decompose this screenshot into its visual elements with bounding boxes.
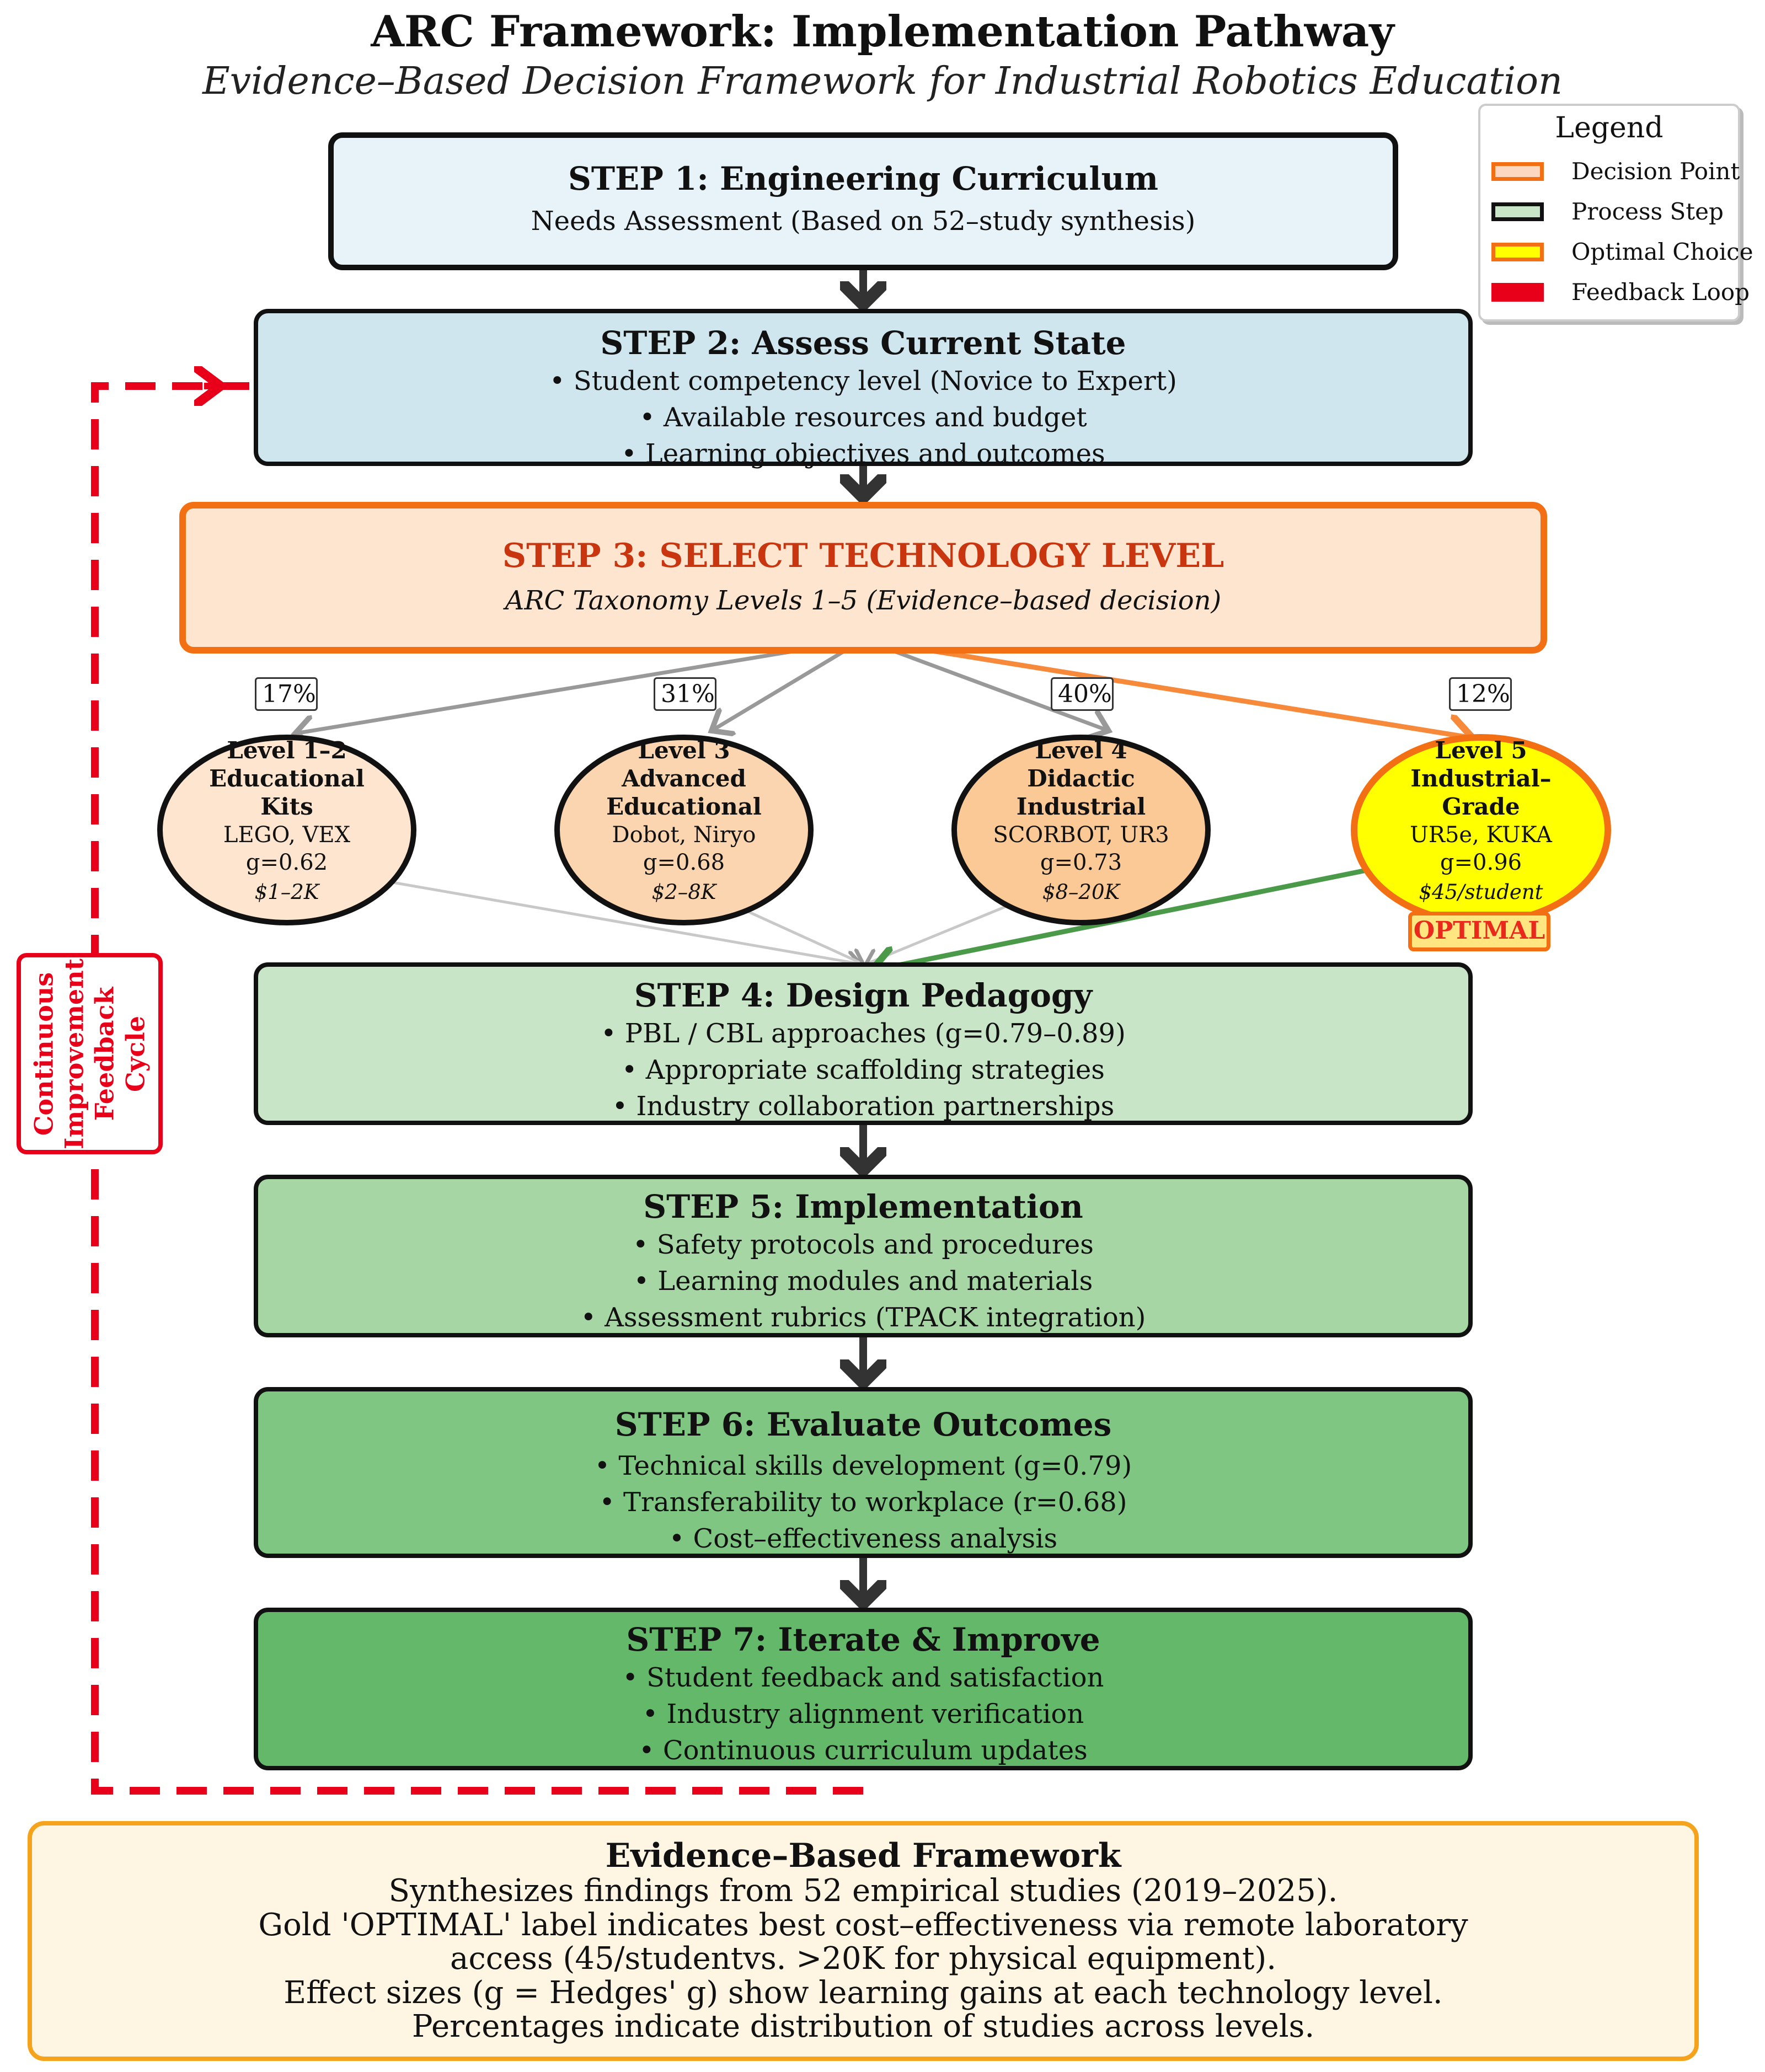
feedback-label-line: Continuous	[29, 972, 59, 1136]
step6-title: STEP 6: Evaluate Outcomes	[614, 1406, 1112, 1443]
step2-title: STEP 2: Assess Current State	[600, 324, 1126, 362]
step5-line: • Learning modules and materials	[633, 1265, 1093, 1297]
level5-node: Level 5 Industrial– Grade UR5e, KUKA g=0…	[1387, 736, 1575, 908]
level3-percent: 31%	[654, 677, 716, 711]
level-name: Level 1–2	[227, 737, 347, 764]
arrow-step3-level4	[862, 638, 1109, 731]
step7-title: STEP 7: Iterate & Improve	[626, 1621, 1100, 1658]
info-line: Synthesizes findings from 52 empirical s…	[388, 1873, 1338, 1909]
level-examples: UR5e, KUKA	[1410, 822, 1552, 848]
level-name: Didactic	[1027, 765, 1135, 793]
level-effect-size: g=0.62	[245, 849, 328, 875]
link-level5-step4	[871, 849, 1457, 971]
level-name: Kits	[260, 793, 313, 821]
step3-title: STEP 3: SELECT TECHNOLOGY LEVEL	[502, 537, 1224, 575]
step2-box: STEP 2: Assess Current State • Student c…	[254, 309, 1473, 469]
legend-label-optimal: Optimal Choice	[1571, 238, 1753, 265]
step6-line: • Transferability to workplace (r=0.68)	[599, 1486, 1127, 1518]
level-examples: SCORBOT, UR3	[993, 822, 1169, 848]
info-line: Gold 'OPTIMAL' label indicates best cost…	[258, 1907, 1468, 1943]
step5-line: • Safety protocols and procedures	[633, 1229, 1094, 1260]
level-name: Industrial–	[1410, 765, 1552, 793]
level-name: Level 5	[1435, 737, 1527, 764]
step1-line: Needs Assessment (Based on 52–study synt…	[531, 205, 1196, 237]
legend-swatch-process	[1491, 202, 1544, 221]
level5-percent: 12%	[1449, 677, 1512, 711]
legend-swatch-feedback	[1491, 283, 1544, 302]
step7-line: • Student feedback and satisfaction	[622, 1662, 1104, 1693]
optimal-badge: OPTIMAL	[1408, 912, 1550, 951]
step4-line: • PBL / CBL approaches (g=0.79–0.89)	[601, 1018, 1126, 1049]
level-name: Level 4	[1035, 737, 1127, 764]
legend-label-process: Process Step	[1571, 198, 1724, 225]
level-name: Grade	[1442, 793, 1520, 821]
info-title: Evidence–Based Framework	[605, 1837, 1121, 1875]
legend-label-feedback: Feedback Loop	[1571, 279, 1750, 306]
step2-line: • Student competency level (Novice to Ex…	[549, 365, 1177, 397]
step4-title: STEP 4: Design Pedagogy	[634, 977, 1093, 1014]
level-examples: LEGO, VEX	[223, 822, 351, 848]
step3-line: ARC Taxonomy Levels 1–5 (Evidence–based …	[505, 585, 1222, 616]
level-examples: Dobot, Niryo	[612, 822, 756, 848]
level3-node: Level 3 Advanced Educational Dobot, Niry…	[590, 736, 778, 908]
level-name: Advanced	[622, 765, 746, 793]
level12-node: Level 1–2 Educational Kits LEGO, VEX g=0…	[193, 736, 381, 908]
step5-title: STEP 5: Implementation	[643, 1188, 1083, 1225]
legend-label-decision: Decision Point	[1571, 158, 1740, 185]
level-cost: $1–2K	[254, 880, 319, 904]
level-name: Level 3	[638, 737, 730, 764]
step4-line: • Appropriate scaffolding strategies	[622, 1054, 1105, 1085]
level3-ellipse	[554, 735, 814, 925]
level-effect-size: g=0.73	[1040, 849, 1122, 875]
step1-title: STEP 1: Engineering Curriculum	[568, 160, 1158, 197]
level-cost: $8–20K	[1042, 880, 1120, 904]
legend: Legend Decision Point Process Step Optim…	[1478, 104, 1753, 322]
arrow-step3-level3	[712, 638, 864, 731]
feedback-label-line: Improvement	[59, 958, 89, 1149]
step3-box: STEP 3: SELECT TECHNOLOGY LEVEL ARC Taxo…	[179, 502, 1547, 654]
step1-box: STEP 1: Engineering Curriculum Needs Ass…	[328, 132, 1398, 270]
level-cost: $2–8K	[651, 880, 716, 904]
step7-line: • Industry alignment verification	[642, 1698, 1084, 1730]
page-subtitle: Evidence–Based Decision Framework for In…	[202, 60, 1563, 103]
arrow-step3-level5	[863, 637, 1473, 738]
feedback-label-line: Feedback	[89, 987, 120, 1121]
info-line: Effect sizes (g = Hedges' g) show learni…	[284, 1974, 1443, 2011]
step4-line: • Industry collaboration partnerships	[612, 1091, 1115, 1122]
step6-line: • Cost–effectiveness analysis	[668, 1523, 1058, 1555]
legend-title: Legend	[1555, 111, 1664, 144]
arrow-step3-level12	[295, 638, 864, 734]
level-effect-size: g=0.68	[643, 849, 725, 875]
step5-box: STEP 5: Implementation • Safety protocol…	[254, 1175, 1473, 1337]
level-name: Educational	[209, 765, 365, 793]
level-effect-size: g=0.96	[1440, 849, 1522, 875]
step2-line: • Learning objectives and outcomes	[621, 438, 1105, 470]
step6-line: • Technical skills development (g=0.79)	[594, 1450, 1132, 1481]
level4-node: Level 4 Didactic Industrial SCORBOT, UR3…	[987, 736, 1175, 908]
page-title: ARC Framework: Implementation Pathway	[371, 7, 1394, 57]
step2-line: • Available resources and budget	[639, 401, 1087, 433]
step7-box: STEP 7: Iterate & Improve • Student feed…	[254, 1608, 1473, 1770]
level12-percent: 17%	[255, 677, 318, 711]
step4-box: STEP 4: Design Pedagogy • PBL / CBL appr…	[254, 962, 1473, 1125]
level4-percent: 40%	[1051, 677, 1114, 711]
step5-line: • Assessment rubrics (TPACK integration)	[580, 1302, 1146, 1334]
step7-line: • Continuous curriculum updates	[639, 1735, 1088, 1766]
level-cost: $45/student	[1419, 880, 1543, 904]
step6-box: STEP 6: Evaluate Outcomes • Technical sk…	[254, 1387, 1473, 1558]
legend-swatch-decision	[1491, 162, 1544, 181]
feedback-cycle-label: Continuous Improvement Feedback Cycle	[17, 953, 163, 1154]
info-line: access (45/studentvs. >20K for physical …	[450, 1941, 1277, 1977]
level-name: Industrial	[1016, 793, 1146, 821]
legend-swatch-optimal	[1491, 243, 1544, 261]
level12-ellipse	[157, 735, 416, 925]
feedback-label-line: Cycle	[120, 1015, 150, 1092]
level-name: Educational	[606, 793, 762, 821]
info-box: Evidence–Based Framework Synthesizes fin…	[28, 1821, 1699, 2061]
info-line: Percentages indicate distribution of stu…	[411, 2009, 1315, 2045]
level4-ellipse	[951, 735, 1211, 925]
